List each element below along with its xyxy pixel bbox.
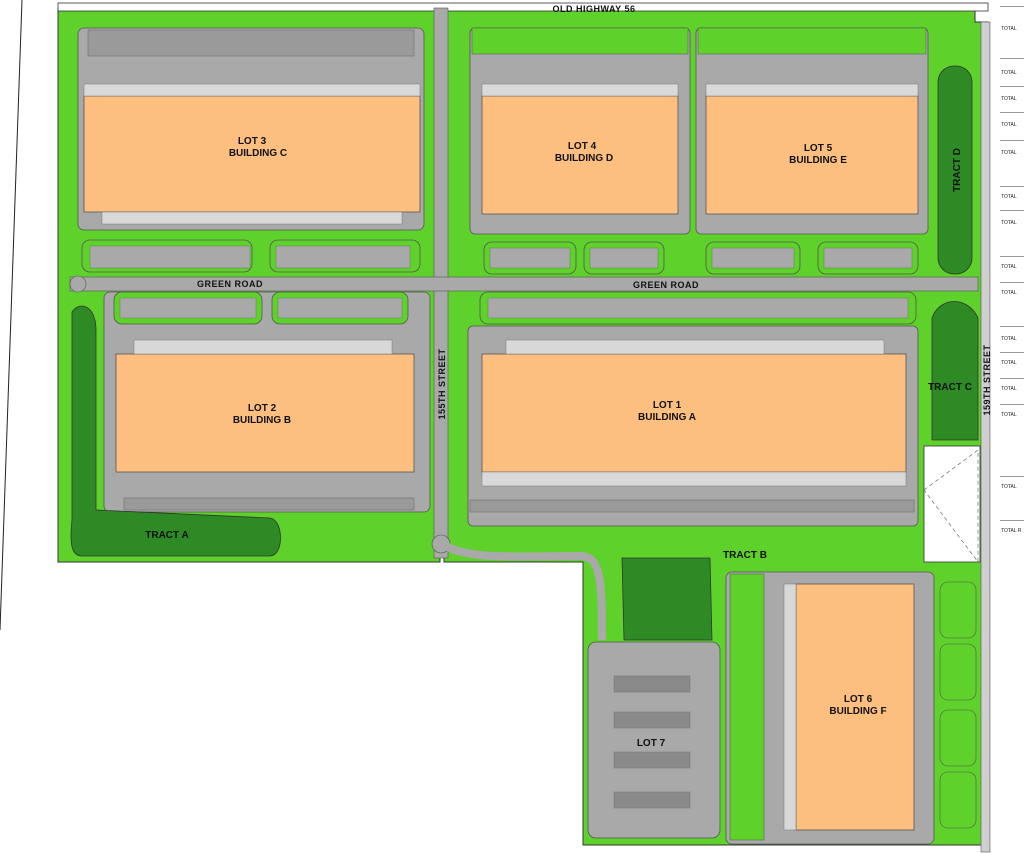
table-row-label: TOTAL [1001, 484, 1017, 490]
tract-b-label: TRACT B [723, 550, 767, 561]
lot4-building-label: BUILDING D [555, 153, 613, 164]
lot1-building [481, 353, 907, 473]
lot3-stalls-b [275, 245, 411, 269]
lot2-label: LOT 2 [248, 403, 277, 414]
table-row-label: TOTAL [1001, 412, 1017, 418]
lot4-building [481, 95, 679, 215]
lot6-dock [783, 583, 797, 831]
lot7-access-drive [443, 542, 606, 641]
lot1-dock [505, 339, 885, 355]
lot7-stalls-1 [613, 675, 691, 693]
lot2-stalls-a [119, 297, 257, 319]
property-line-left [0, 0, 23, 631]
table-row-label: TOTAL [1001, 220, 1017, 226]
table-row-label: TOTAL [1001, 290, 1017, 296]
street-155-label: 155TH STREET [437, 348, 447, 419]
tract-a-pond [70, 305, 281, 557]
lot6-parking-east-1 [939, 581, 977, 639]
lot7-stalls-4 [613, 791, 691, 809]
table-row-label: TOTAL [1001, 194, 1017, 200]
tract-d-label: TRACT D [952, 148, 963, 192]
data-table-stub: TOTAL TOTAL TOTAL TOTAL TOTAL TOTAL TOTA… [1000, 0, 1024, 540]
lot4-dock [481, 83, 679, 97]
lot5-building [705, 95, 919, 215]
lot7-stalls-2 [613, 711, 691, 729]
lot3-building [83, 95, 421, 213]
lot4-label: LOT 4 [568, 141, 597, 152]
lot4-grass-top [471, 27, 689, 55]
table-row-label: TOTAL R [1001, 528, 1022, 534]
tract-b-pond [621, 557, 713, 641]
lot2-building-label: BUILDING B [233, 415, 291, 426]
lot6-parking-east-3 [939, 709, 977, 767]
lot6-parking-east-2 [939, 643, 977, 701]
table-row-label: TOTAL [1001, 70, 1017, 76]
old-highway-label: OLD HIGHWAY 56 [552, 4, 635, 14]
lot5-grass-top [697, 27, 927, 55]
lot6-label: LOT 6 [844, 694, 873, 705]
lot7-stalls-3 [613, 751, 691, 769]
lot4-stalls-a [489, 247, 571, 269]
lot3-dock [83, 83, 421, 97]
table-row-label: TOTAL [1001, 150, 1017, 156]
cul-de-sac-west [69, 275, 87, 293]
tract-d-pond [937, 65, 973, 275]
lot1-building-label: BUILDING A [638, 412, 696, 423]
lot5-stalls-a [711, 247, 795, 269]
old-highway-strip [57, 2, 989, 12]
lot3-parking-top [87, 29, 415, 57]
tract-c-pond [931, 301, 979, 441]
tract-a-label: TRACT A [145, 530, 189, 541]
lot3-stalls-a [89, 245, 251, 269]
green-road-label-west: GREEN ROAD [197, 279, 263, 289]
lot1-label: LOT 1 [653, 400, 682, 411]
table-row-label: TOTAL [1001, 360, 1017, 366]
lot6-building-label: BUILDING F [829, 706, 886, 717]
corner-cutout [923, 445, 981, 563]
lot3-building-label: BUILDING C [229, 148, 287, 159]
lot2-parking-south [123, 497, 415, 511]
tract-c-label: TRACT C [928, 382, 972, 393]
green-road-label-east: GREEN ROAD [633, 280, 699, 290]
street-159-label: 159TH STREET [982, 344, 992, 415]
lot3-dock-south [101, 211, 403, 225]
lot1-dock-south [481, 471, 907, 487]
lot1-parking-south [469, 499, 915, 513]
lot2-stalls-b [277, 297, 403, 319]
table-row-label: TOTAL [1001, 386, 1017, 392]
lot6-parking-east-4 [939, 771, 977, 829]
lot5-building-label: BUILDING E [789, 155, 847, 166]
lot5-stalls-b [823, 247, 913, 269]
lot2-building [115, 353, 415, 473]
lot2-dock [133, 339, 393, 355]
lot6-building [795, 583, 915, 831]
street-159-pavement [980, 21, 991, 853]
table-row-label: TOTAL [1001, 96, 1017, 102]
lot1-stalls-north [487, 297, 909, 319]
corner-cutout-dashes [923, 449, 979, 563]
table-row-label: TOTAL [1001, 26, 1017, 32]
table-row-label: TOTAL [1001, 122, 1017, 128]
lot5-dock [705, 83, 919, 97]
lot4-stalls-b [589, 247, 659, 269]
lot5-label: LOT 5 [804, 143, 833, 154]
table-row-label: TOTAL [1001, 264, 1017, 270]
table-row-label: TOTAL [1001, 336, 1017, 342]
lot3-label: LOT 3 [238, 136, 267, 147]
lot6-parking-west [729, 573, 765, 841]
lot7-label: LOT 7 [637, 738, 666, 749]
